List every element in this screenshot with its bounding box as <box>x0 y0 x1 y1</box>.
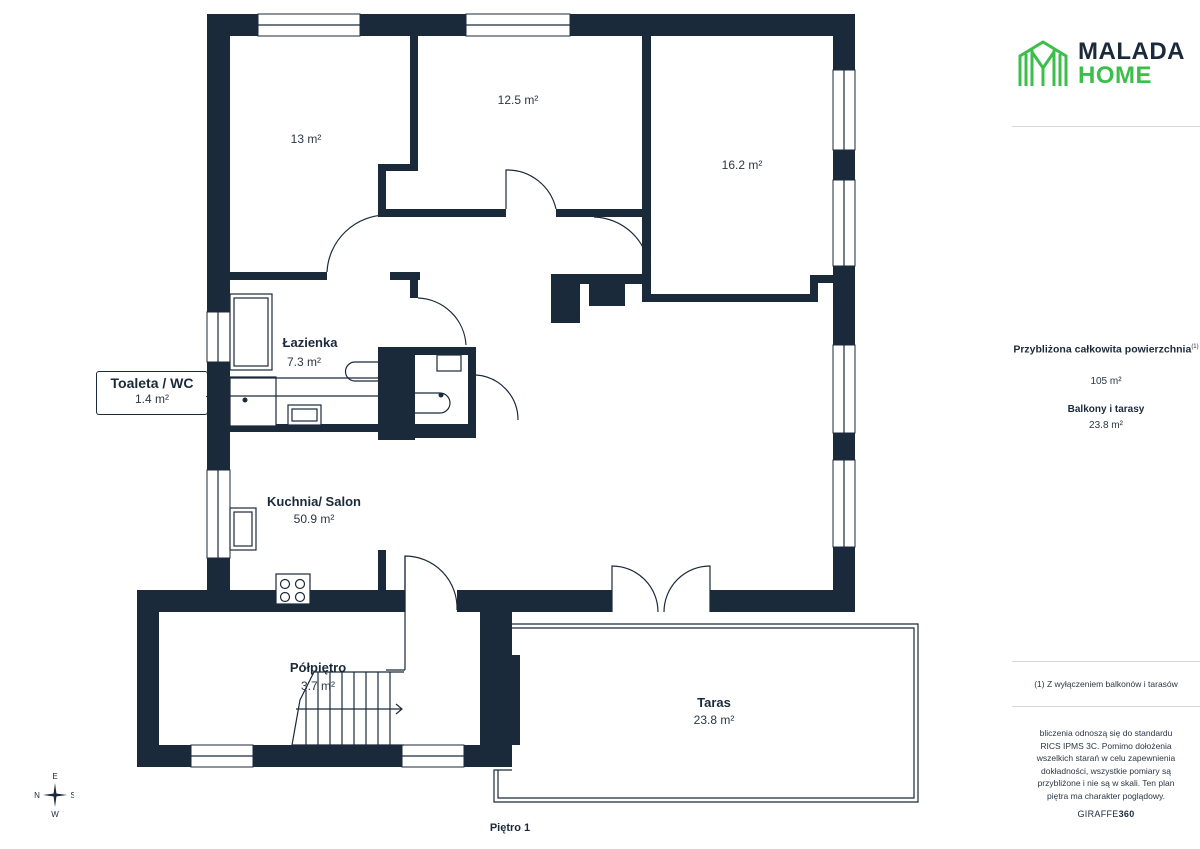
disclaimer: bliczenia odnoszą się do standardu RICS … <box>1036 728 1176 801</box>
room-top-mid-area: 12.5 m² <box>498 93 539 107</box>
toilet-callout-leader <box>206 396 220 397</box>
sidebar-divider <box>1012 126 1200 127</box>
landing-name: Półpiętro <box>290 660 346 675</box>
bathroom-name: Łazienka <box>283 335 339 350</box>
toilet-name: Toaleta / WC <box>110 375 194 391</box>
toilet-callout: Toaleta / WC 1.4 m² <box>96 371 208 415</box>
logo-text-line2: HOME <box>1078 62 1152 89</box>
terrace-area: 23.8 m² <box>694 713 735 727</box>
sidebar-divider <box>1012 706 1200 707</box>
brand: GIRAFFE360 <box>1077 809 1135 819</box>
logo-text-line1: MALADA <box>1078 38 1185 65</box>
room-top-left-area: 13 m² <box>291 132 322 146</box>
balconies-title: Balkony i tarasy <box>1067 404 1145 415</box>
compass: E W N S <box>34 770 76 820</box>
compass-s: S <box>70 791 74 800</box>
doors <box>326 169 711 671</box>
balconies-value: 23.8 m² <box>1089 420 1123 431</box>
room-top-right-area: 16.2 m² <box>722 158 763 172</box>
sidebar: MALADA HOME Przybliżona całkowita powier… <box>1012 0 1200 849</box>
kitchen-living-name: Kuchnia/ Salon <box>267 494 361 509</box>
sidebar-divider <box>1012 661 1200 662</box>
toilet-area: 1.4 m² <box>134 392 169 406</box>
compass-star-icon <box>43 783 67 807</box>
compass-w: W <box>51 810 59 819</box>
total-area-note-mark: (1) <box>1191 344 1199 350</box>
fixtures <box>229 293 462 605</box>
terrace-name: Taras <box>697 695 731 710</box>
total-area-title: Przybliżona całkowita powierzchnia(1) <box>1013 343 1199 356</box>
logo: MALADA HOME <box>1016 38 1196 94</box>
compass-e: E <box>52 772 57 781</box>
compass-n: N <box>34 791 40 800</box>
landing-area: 3.7 m² <box>301 679 335 693</box>
total-area-value: 105 m² <box>1090 376 1122 387</box>
stairs <box>291 671 404 746</box>
bathroom-area: 7.3 m² <box>287 355 321 369</box>
terrace-outline <box>493 623 919 803</box>
windows <box>190 13 856 768</box>
house-logo-icon <box>1018 40 1068 86</box>
footnote: (1) Z wyłączeniem balkonów i tarasów <box>1034 679 1178 689</box>
floor-label: Piętro 1 <box>489 822 531 834</box>
kitchen-living-area: 50.9 m² <box>294 512 335 526</box>
